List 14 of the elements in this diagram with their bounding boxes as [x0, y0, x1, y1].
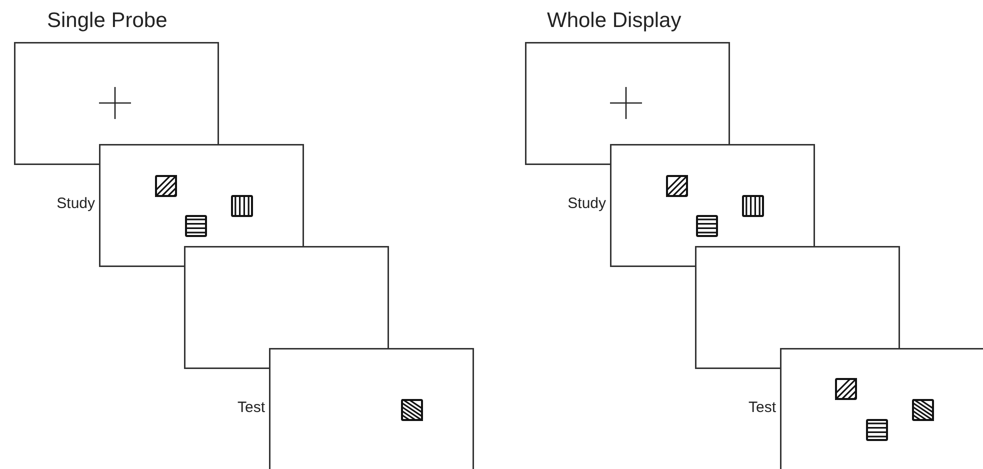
screen-frame	[269, 348, 474, 469]
panel-title: Single Probe	[47, 8, 168, 34]
screen-frame	[695, 246, 900, 369]
phase-label: Test	[748, 398, 776, 416]
phase-label: Study	[568, 194, 606, 212]
screen-frame	[99, 144, 304, 267]
screen-frame	[780, 348, 983, 469]
screen-frame	[184, 246, 389, 369]
panel-title: Whole Display	[547, 8, 682, 34]
screen-frame	[525, 42, 730, 165]
phase-label: Study	[56, 194, 95, 212]
screen-frame	[610, 144, 815, 267]
phase-label: Test	[237, 398, 265, 416]
screen-frame	[14, 42, 219, 165]
